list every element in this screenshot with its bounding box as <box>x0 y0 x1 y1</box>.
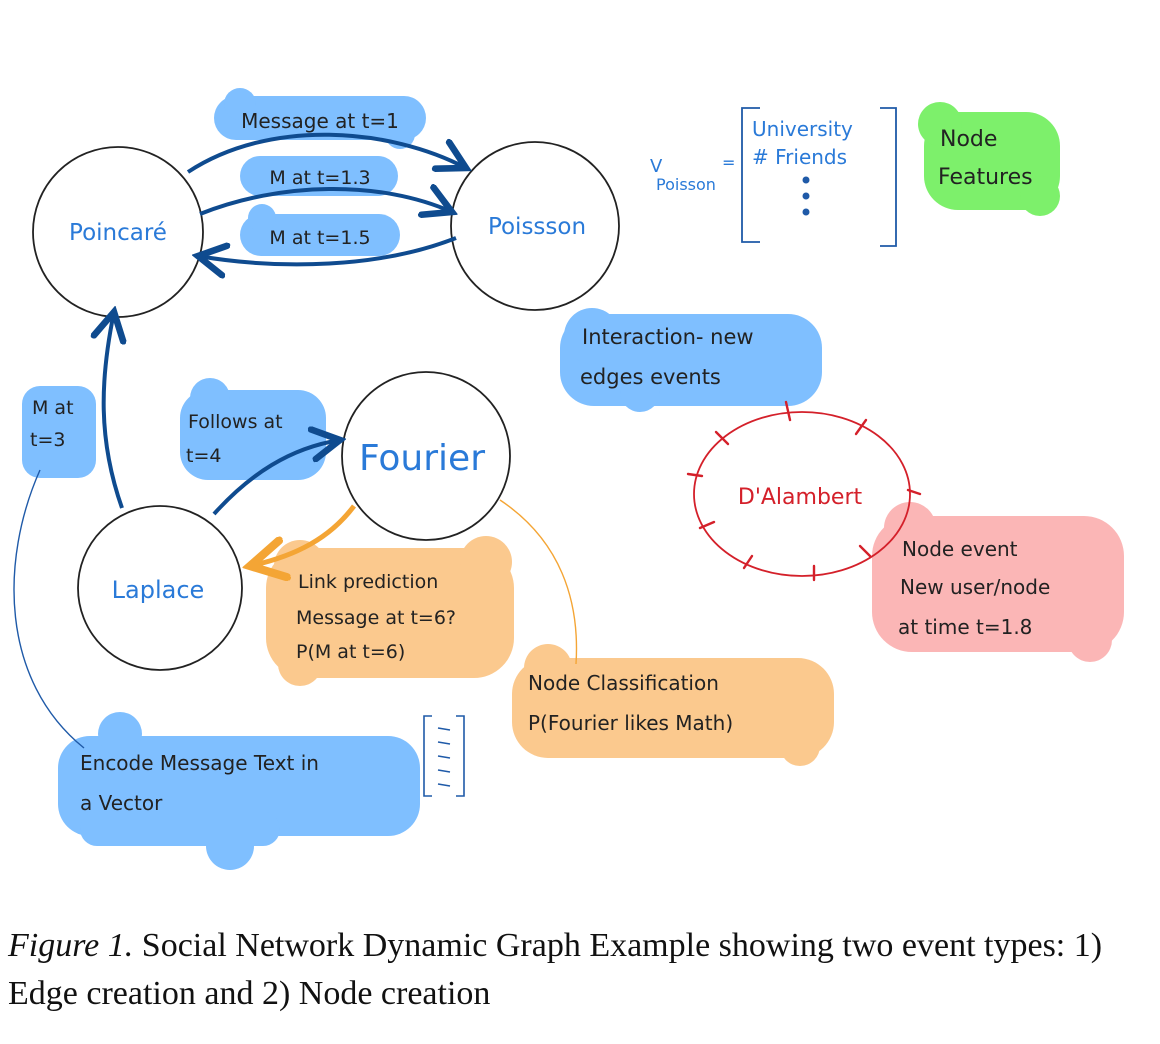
encoded-vector-icon <box>423 715 465 797</box>
link-prediction-label-2: Message at t=6? <box>296 607 456 629</box>
m-t3-blob <box>22 386 96 478</box>
encode-label-2: a Vector <box>80 791 163 815</box>
encode-blob <box>58 712 420 870</box>
interaction-label-1: Interaction- new <box>582 325 754 349</box>
edge-link-prediction <box>250 504 356 566</box>
edge-label-follows-2: t=4 <box>186 445 221 467</box>
dynamic-graph-diagram: Poincaré Poissson Laplace Fourier D'Alam… <box>13 88 1124 870</box>
edge-message-t1 <box>186 132 466 174</box>
edge-m-t15 <box>198 236 457 264</box>
node-laplace <box>77 505 243 671</box>
node-event-label-3: at time t=1.8 <box>898 615 1032 639</box>
caption-text: Social Network Dynamic Graph Example sho… <box>8 927 1103 1012</box>
feature-vector-subscript: Poisson <box>656 175 716 194</box>
figure-caption: Figure 1. Social Network Dynamic Graph E… <box>8 922 1148 1018</box>
feature-entry-friends: # Friends <box>752 145 847 169</box>
connector-fourier-to-classification <box>499 499 578 665</box>
edge-follows-t4 <box>212 440 340 516</box>
feature-vector-label: V <box>650 156 663 177</box>
node-classification-blob <box>512 644 834 766</box>
link-prediction-blob <box>266 536 514 686</box>
edge-label-follows-1: Follows at <box>188 411 283 433</box>
node-label-dalambert: D'Alambert <box>738 485 863 510</box>
figure-label: Figure 1. <box>8 927 134 964</box>
node-features-blob <box>918 102 1060 216</box>
edge-m-t3 <box>104 312 122 509</box>
link-prediction-label-3: P(M at t=6) <box>296 641 405 663</box>
m-t15-blob <box>240 204 400 256</box>
m-t13-blob <box>240 156 398 196</box>
node-features-label-2: Features <box>938 165 1033 190</box>
node-classification-label-1: Node Classification <box>528 671 719 695</box>
edge-label-message-t1: Message at t=1 <box>241 109 399 133</box>
edge-label-m-t15: M at t=1.5 <box>269 227 370 249</box>
edge-label-m-t13: M at t=1.3 <box>269 167 370 189</box>
node-label-poincare: Poincaré <box>69 220 167 246</box>
connector-encode-to-edge <box>13 469 85 749</box>
node-classification-label-2: P(Fourier likes Math) <box>528 711 733 735</box>
edge-label-t3: t=3 <box>30 429 65 451</box>
encode-label-1: Encode Message Text in <box>80 751 319 775</box>
node-label-laplace: Laplace <box>112 576 205 604</box>
diagram-canvas: Poincaré Poissson Laplace Fourier D'Alam… <box>13 88 1124 870</box>
node-event-blob <box>872 502 1124 662</box>
edge-m-t13 <box>199 189 452 214</box>
node-label-poisson: Poissson <box>488 214 586 240</box>
link-prediction-label-1: Link prediction <box>298 571 438 593</box>
node-event-label-2: New user/node <box>900 575 1050 599</box>
interaction-label-2: edges events <box>580 365 721 389</box>
node-label-fourier: Fourier <box>359 438 485 479</box>
feature-vector-equals: = <box>722 153 735 172</box>
dalambert-event-spikes <box>686 400 922 582</box>
node-dalambert <box>693 411 911 577</box>
feature-entry-university: University <box>752 117 853 141</box>
feature-vector <box>741 107 897 247</box>
interaction-blob <box>560 308 822 412</box>
node-features-label-1: Node <box>940 127 997 152</box>
node-poisson <box>450 141 620 311</box>
node-event-label-1: Node event <box>902 537 1018 561</box>
edge-label-m-at: M at <box>32 397 74 419</box>
